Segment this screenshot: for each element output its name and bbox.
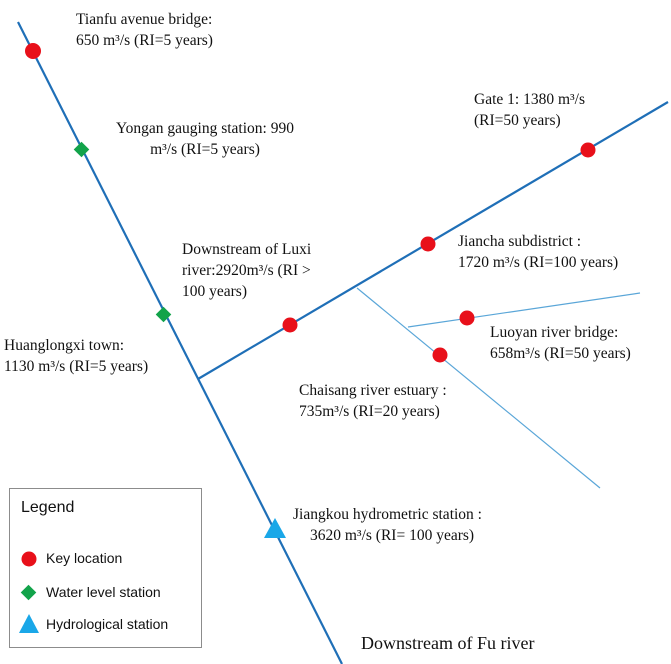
key-location-luoyan bbox=[459, 310, 475, 326]
water-level-station-huanglongxi bbox=[155, 306, 172, 323]
legend: Legend Key location Water level station … bbox=[9, 488, 202, 648]
legend-title: Legend bbox=[21, 499, 75, 516]
legend-hydrological-label: Hydrological station bbox=[46, 616, 169, 632]
label-luxi: Downstream of Luxi river:2920m³/s (RI > … bbox=[182, 241, 312, 300]
label-tianfu: Tianfu avenue bridge: 650 m³/s (RI=5 yea… bbox=[76, 11, 213, 49]
footer-downstream-label: Downstream of Fu river bbox=[361, 633, 535, 653]
legend-key-location-label: Key location bbox=[46, 550, 123, 566]
key-location-tianfu bbox=[25, 43, 41, 59]
key-location-chaisang bbox=[432, 347, 448, 363]
label-chaisang: Chaisang river estuary : 735m³/s (RI=20 … bbox=[299, 382, 447, 420]
main-river-line bbox=[17, 21, 343, 664]
hydrological-station-jiangkou bbox=[264, 518, 286, 538]
key-location-luxi bbox=[282, 317, 298, 333]
label-jiangkou: Jiangkou hydrometric station : 3620 m³/s… bbox=[293, 506, 482, 544]
luoyan-river-line bbox=[407, 292, 641, 328]
label-huanglongxi: Huanglongxi town: 1130 m³/s (RI=5 years) bbox=[4, 337, 149, 375]
label-gate1: Gate 1: 1380 m³/s (RI=50 years) bbox=[474, 91, 585, 129]
chaisang-river-line bbox=[356, 287, 601, 489]
label-luoyan: Luoyan river bridge: 658m³/s (RI=50 year… bbox=[490, 324, 631, 362]
legend-key-location-symbol bbox=[21, 551, 37, 567]
label-jiancha: Jiancha subdistrict : 1720 m³/s (RI=100 … bbox=[458, 233, 619, 271]
legend-water-level-label: Water level station bbox=[46, 584, 161, 600]
water-level-station-yongan bbox=[73, 141, 90, 158]
key-location-jiancha bbox=[420, 236, 436, 252]
label-yongan: Yongan gauging station: 990 m³/s (RI=5 y… bbox=[116, 120, 294, 158]
legend-hydrological-symbol bbox=[19, 614, 39, 633]
key-location-gate1 bbox=[580, 142, 596, 158]
